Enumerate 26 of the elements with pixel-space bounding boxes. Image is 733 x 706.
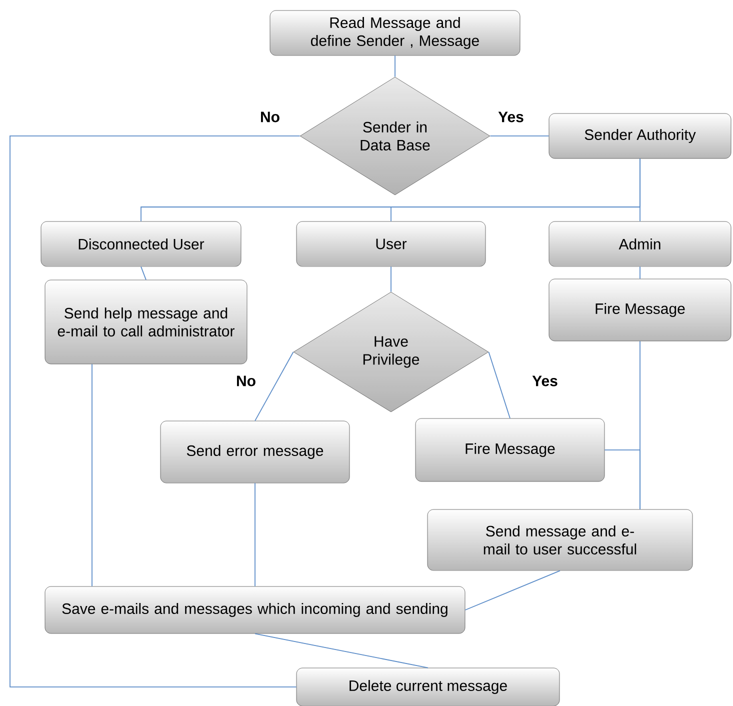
process-box: Send error message — [160, 420, 350, 484]
edge-label: No — [259, 110, 281, 124]
connector-line — [464, 570, 560, 610]
process-box: Admin — [548, 221, 732, 267]
connector-line — [254, 482, 256, 587]
connector-line — [390, 266, 392, 292]
connector-line — [140, 266, 146, 280]
process-box: Read Message and define Sender , Message — [270, 10, 520, 56]
connector-line — [254, 633, 428, 668]
edge-label: No — [235, 374, 257, 388]
process-box: Fire Message — [548, 278, 732, 342]
process-box: Sender Authority — [548, 113, 732, 159]
process-box: Disconnected User — [40, 221, 242, 267]
process-box: Delete current message — [296, 668, 560, 706]
process-box: Fire Message — [415, 418, 605, 482]
connector-line — [10, 136, 300, 688]
process-box: User — [296, 221, 486, 267]
connector-line — [394, 55, 396, 78]
process-box: Save e-mails and messages which incoming and sending — [44, 586, 466, 634]
connector-line — [488, 352, 510, 419]
process-box: Send message and e-mail to user successful — [427, 509, 693, 571]
process-box: Send help message and e-mail to call administrator — [44, 280, 248, 364]
connector-line — [604, 450, 640, 510]
edge-label: Yes — [531, 374, 559, 388]
edge-label: Yes — [497, 110, 525, 124]
connector-line — [254, 352, 294, 422]
